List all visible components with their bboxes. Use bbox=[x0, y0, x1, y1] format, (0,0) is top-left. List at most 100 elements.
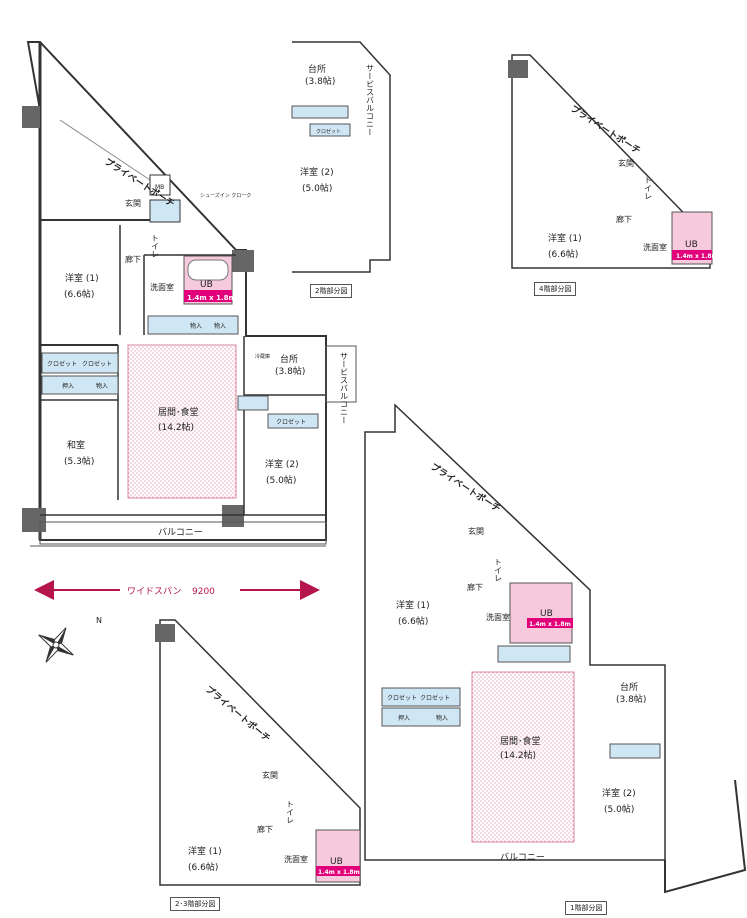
f2-western2-label: 洋室 (2) bbox=[300, 166, 334, 178]
f23-western1-size: (6.6帖) bbox=[188, 861, 218, 873]
caption-floor1: 1階部分図 bbox=[565, 901, 608, 915]
corridor-label: 廊下 bbox=[125, 254, 141, 264]
closet-block bbox=[41, 352, 119, 374]
floor2-partial: 台所 (3.8帖) 洋室 (2) (5.0帖) サービスバルコニー クロゼット bbox=[291, 41, 391, 273]
mb-box bbox=[149, 174, 171, 196]
entrance-label: 玄関 bbox=[125, 198, 141, 208]
f2-closet-label: クロゼット bbox=[316, 128, 341, 135]
wide-span-dimension: ワイドスパン 9200 bbox=[34, 580, 320, 600]
f1-balcony-label: バルコニー bbox=[500, 852, 545, 863]
f1-ub-size: 1.4m x 1.8m bbox=[529, 621, 571, 628]
f1-storage-label: 物入 bbox=[436, 714, 448, 722]
storage-label: 物入 bbox=[96, 382, 108, 390]
living-label: 居間･食堂 bbox=[158, 406, 199, 418]
f4-western1-label: 洋室 (1) bbox=[548, 232, 582, 244]
living-size: (14.2帖) bbox=[158, 421, 194, 433]
japanese-size: (5.3帖) bbox=[64, 455, 94, 467]
closet-label-3: クロゼット bbox=[276, 418, 306, 426]
ub-label: UB bbox=[200, 280, 213, 290]
floor23-partial: プライベートポーチ 玄関 廊下 洗面室 UB 1.4m x 1.8m 洋室 (1… bbox=[155, 619, 361, 886]
ub-size-label: 1.4m x 1.8m bbox=[187, 294, 236, 302]
wall-column bbox=[232, 250, 254, 272]
floor1-partial: プライベートポーチ 玄関 廊下 洗面室 UB 1.4m x 1.8m 洋室 (1… bbox=[364, 403, 747, 894]
f1-porch-label: プライベートポーチ bbox=[428, 460, 502, 514]
closet-label-2: クロゼット bbox=[82, 360, 112, 368]
f1-kitchen-label: 台所 bbox=[620, 681, 638, 693]
span-value: 9200 bbox=[192, 587, 215, 597]
kitchen-size: (3.8帖) bbox=[275, 365, 305, 377]
balcony-label: バルコニー bbox=[158, 527, 203, 538]
f1-kitchen-size: (3.8帖) bbox=[616, 693, 646, 705]
closet-label: クロゼット bbox=[47, 360, 77, 368]
toilet-label: トイレ bbox=[151, 234, 160, 258]
shoes-closet-label: シューズイン クローク bbox=[200, 192, 251, 199]
western2-size: (5.0帖) bbox=[266, 474, 296, 486]
f23-porch-label: プライベートポーチ bbox=[203, 683, 273, 744]
washroom-label: 洗面室 bbox=[150, 282, 174, 292]
closet-block-2 bbox=[267, 413, 319, 429]
entrance-floor bbox=[149, 199, 181, 223]
f4-corridor-label: 廊下 bbox=[616, 214, 632, 224]
f4-toilet-label: トイレ bbox=[644, 176, 653, 200]
f1-western2-label: 洋室 (2) bbox=[602, 787, 636, 799]
f1-western2-size: (5.0帖) bbox=[604, 803, 634, 815]
f23-washroom-label: 洗面室 bbox=[284, 854, 308, 864]
f1-closet-label: クロゼット bbox=[387, 694, 417, 702]
oshiire-label: 押入 bbox=[62, 382, 74, 390]
f23-corridor-label: 廊下 bbox=[257, 824, 273, 834]
storage-label-2: 物入 bbox=[190, 322, 202, 330]
f2-kitchen-label: 台所 bbox=[308, 63, 326, 75]
storage-label-3: 物入 bbox=[214, 322, 226, 330]
wall-column bbox=[222, 505, 244, 527]
western2-label: 洋室 (2) bbox=[265, 458, 299, 470]
f4-ub-size: 1.4m x 1.8m bbox=[676, 253, 718, 260]
caption-floor4: 4階部分図 bbox=[534, 282, 577, 296]
f4-porch-label: プライベートポーチ bbox=[568, 102, 642, 156]
f2-kitchen-size: (3.8帖) bbox=[305, 75, 335, 87]
f4-western1-size: (6.6帖) bbox=[548, 248, 578, 260]
balcony-outline bbox=[39, 521, 327, 545]
western1-label: 洋室 (1) bbox=[65, 272, 99, 284]
service-balcony-outline bbox=[325, 345, 357, 403]
japanese-label: 和室 bbox=[67, 439, 85, 451]
storage-block bbox=[147, 315, 239, 335]
ub-size-band bbox=[184, 290, 232, 302]
f4-washroom-label: 洗面室 bbox=[643, 242, 667, 252]
f1-toilet-label: トイレ bbox=[494, 558, 503, 582]
f1-western1-size: (6.6帖) bbox=[398, 615, 428, 627]
floor4-partial: プライベートポーチ 玄関 廊下 洗面室 UB 1.4m x 1.8m 洋室 (1… bbox=[508, 54, 718, 269]
oshiire-block bbox=[41, 375, 119, 395]
f23-entrance-label: 玄関 bbox=[262, 770, 278, 780]
western1-size: (6.6帖) bbox=[64, 288, 94, 300]
f23-western1-label: 洋室 (1) bbox=[188, 845, 222, 857]
caption-floor2: 2階部分図 bbox=[310, 284, 353, 298]
f1-washroom-label: 洗面室 bbox=[486, 612, 510, 622]
f1-closet-label-2: クロゼット bbox=[420, 694, 450, 702]
fridge-block bbox=[237, 395, 269, 411]
f1-ub-label: UB bbox=[540, 609, 553, 619]
fridge-label: 冷蔵庫 bbox=[255, 353, 270, 360]
f1-western1-label: 洋室 (1) bbox=[396, 599, 430, 611]
kitchen-label: 台所 bbox=[280, 353, 298, 365]
f1-entrance-label: 玄関 bbox=[468, 526, 484, 536]
mb-label: MB bbox=[155, 184, 164, 191]
wall-column bbox=[22, 106, 40, 128]
f23-toilet-label: トイレ bbox=[286, 800, 295, 824]
f1-corridor-label: 廊下 bbox=[467, 582, 483, 592]
f23-ub-label: UB bbox=[330, 857, 343, 867]
f4-ub-label: UB bbox=[685, 240, 698, 250]
f2-service-balcony: サービスバルコニー bbox=[366, 64, 375, 136]
wall-column bbox=[22, 508, 46, 532]
f1-oshiire-label: 押入 bbox=[398, 714, 410, 722]
f4-entrance-label: 玄関 bbox=[618, 158, 634, 168]
living-area bbox=[127, 344, 237, 499]
span-label: ワイドスパン bbox=[127, 586, 181, 597]
f1-living-label: 居間･食堂 bbox=[500, 735, 541, 747]
f2-western2-size: (5.0帖) bbox=[302, 182, 332, 194]
caption-floor23: 2･3階部分図 bbox=[170, 897, 221, 911]
f23-ub-size: 1.4m x 1.8m bbox=[318, 869, 360, 876]
service-balcony-label: サービスバルコニー bbox=[340, 352, 349, 424]
f1-living-size: (14.2帖) bbox=[500, 749, 536, 761]
compass-rose: N bbox=[38, 616, 102, 663]
